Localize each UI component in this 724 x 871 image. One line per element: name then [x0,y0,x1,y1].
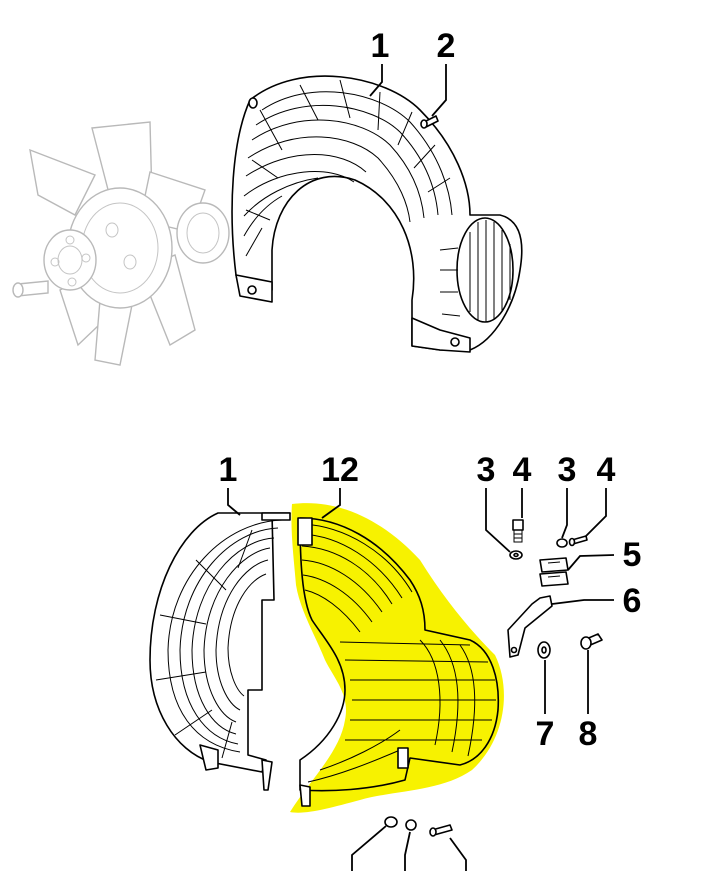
callout-bottom-12: 12 [321,451,359,519]
callout-top-2: 2 [431,27,456,117]
callout-bottom-4-a: 4 [513,451,532,518]
callout-bottom-3-b: 3 [558,451,577,539]
callout-bottom-3-a: 3 [477,451,511,553]
svg-text:3: 3 [477,451,496,489]
callout-bottom-7: 7 [536,660,555,753]
svg-text:7: 7 [536,715,555,753]
shroud-half-right [297,517,500,807]
bracket-part-6 [507,595,553,658]
bolt-part-8 [580,633,603,650]
callout-bottom-5: 5 [567,536,642,574]
callout-bottom-8: 8 [579,650,598,753]
svg-text:12: 12 [321,451,359,489]
callout-bottom-4-b: 4 [585,451,616,537]
svg-text:1: 1 [219,451,238,489]
svg-text:5: 5 [623,536,642,574]
callout-bottom-6: 6 [551,582,642,620]
svg-text:8: 8 [579,715,598,753]
svg-text:1: 1 [371,27,390,65]
svg-text:4: 4 [513,451,532,489]
screw-part-4-b [568,535,588,547]
washer-part-3-a [509,550,523,560]
washer-part-3-b [556,538,568,548]
screw-part-2 [420,115,439,129]
svg-text:4: 4 [597,451,616,489]
svg-text:6: 6 [623,582,642,620]
washer-part-7 [537,641,551,659]
clip-plate-part-5 [539,557,569,587]
bottom-hardware [384,816,453,837]
highlight-part-12 [290,503,504,813]
svg-text:3: 3 [558,451,577,489]
fan-shroud-top [231,75,523,353]
bolt-part-4-a [512,519,524,543]
callout-bottom-1: 1 [219,451,241,516]
ghost-fan [12,121,230,366]
bottom-leaders [351,825,467,871]
shroud-half-left [149,512,291,791]
callout-top-1: 1 [369,27,390,97]
svg-text:2: 2 [437,27,456,65]
